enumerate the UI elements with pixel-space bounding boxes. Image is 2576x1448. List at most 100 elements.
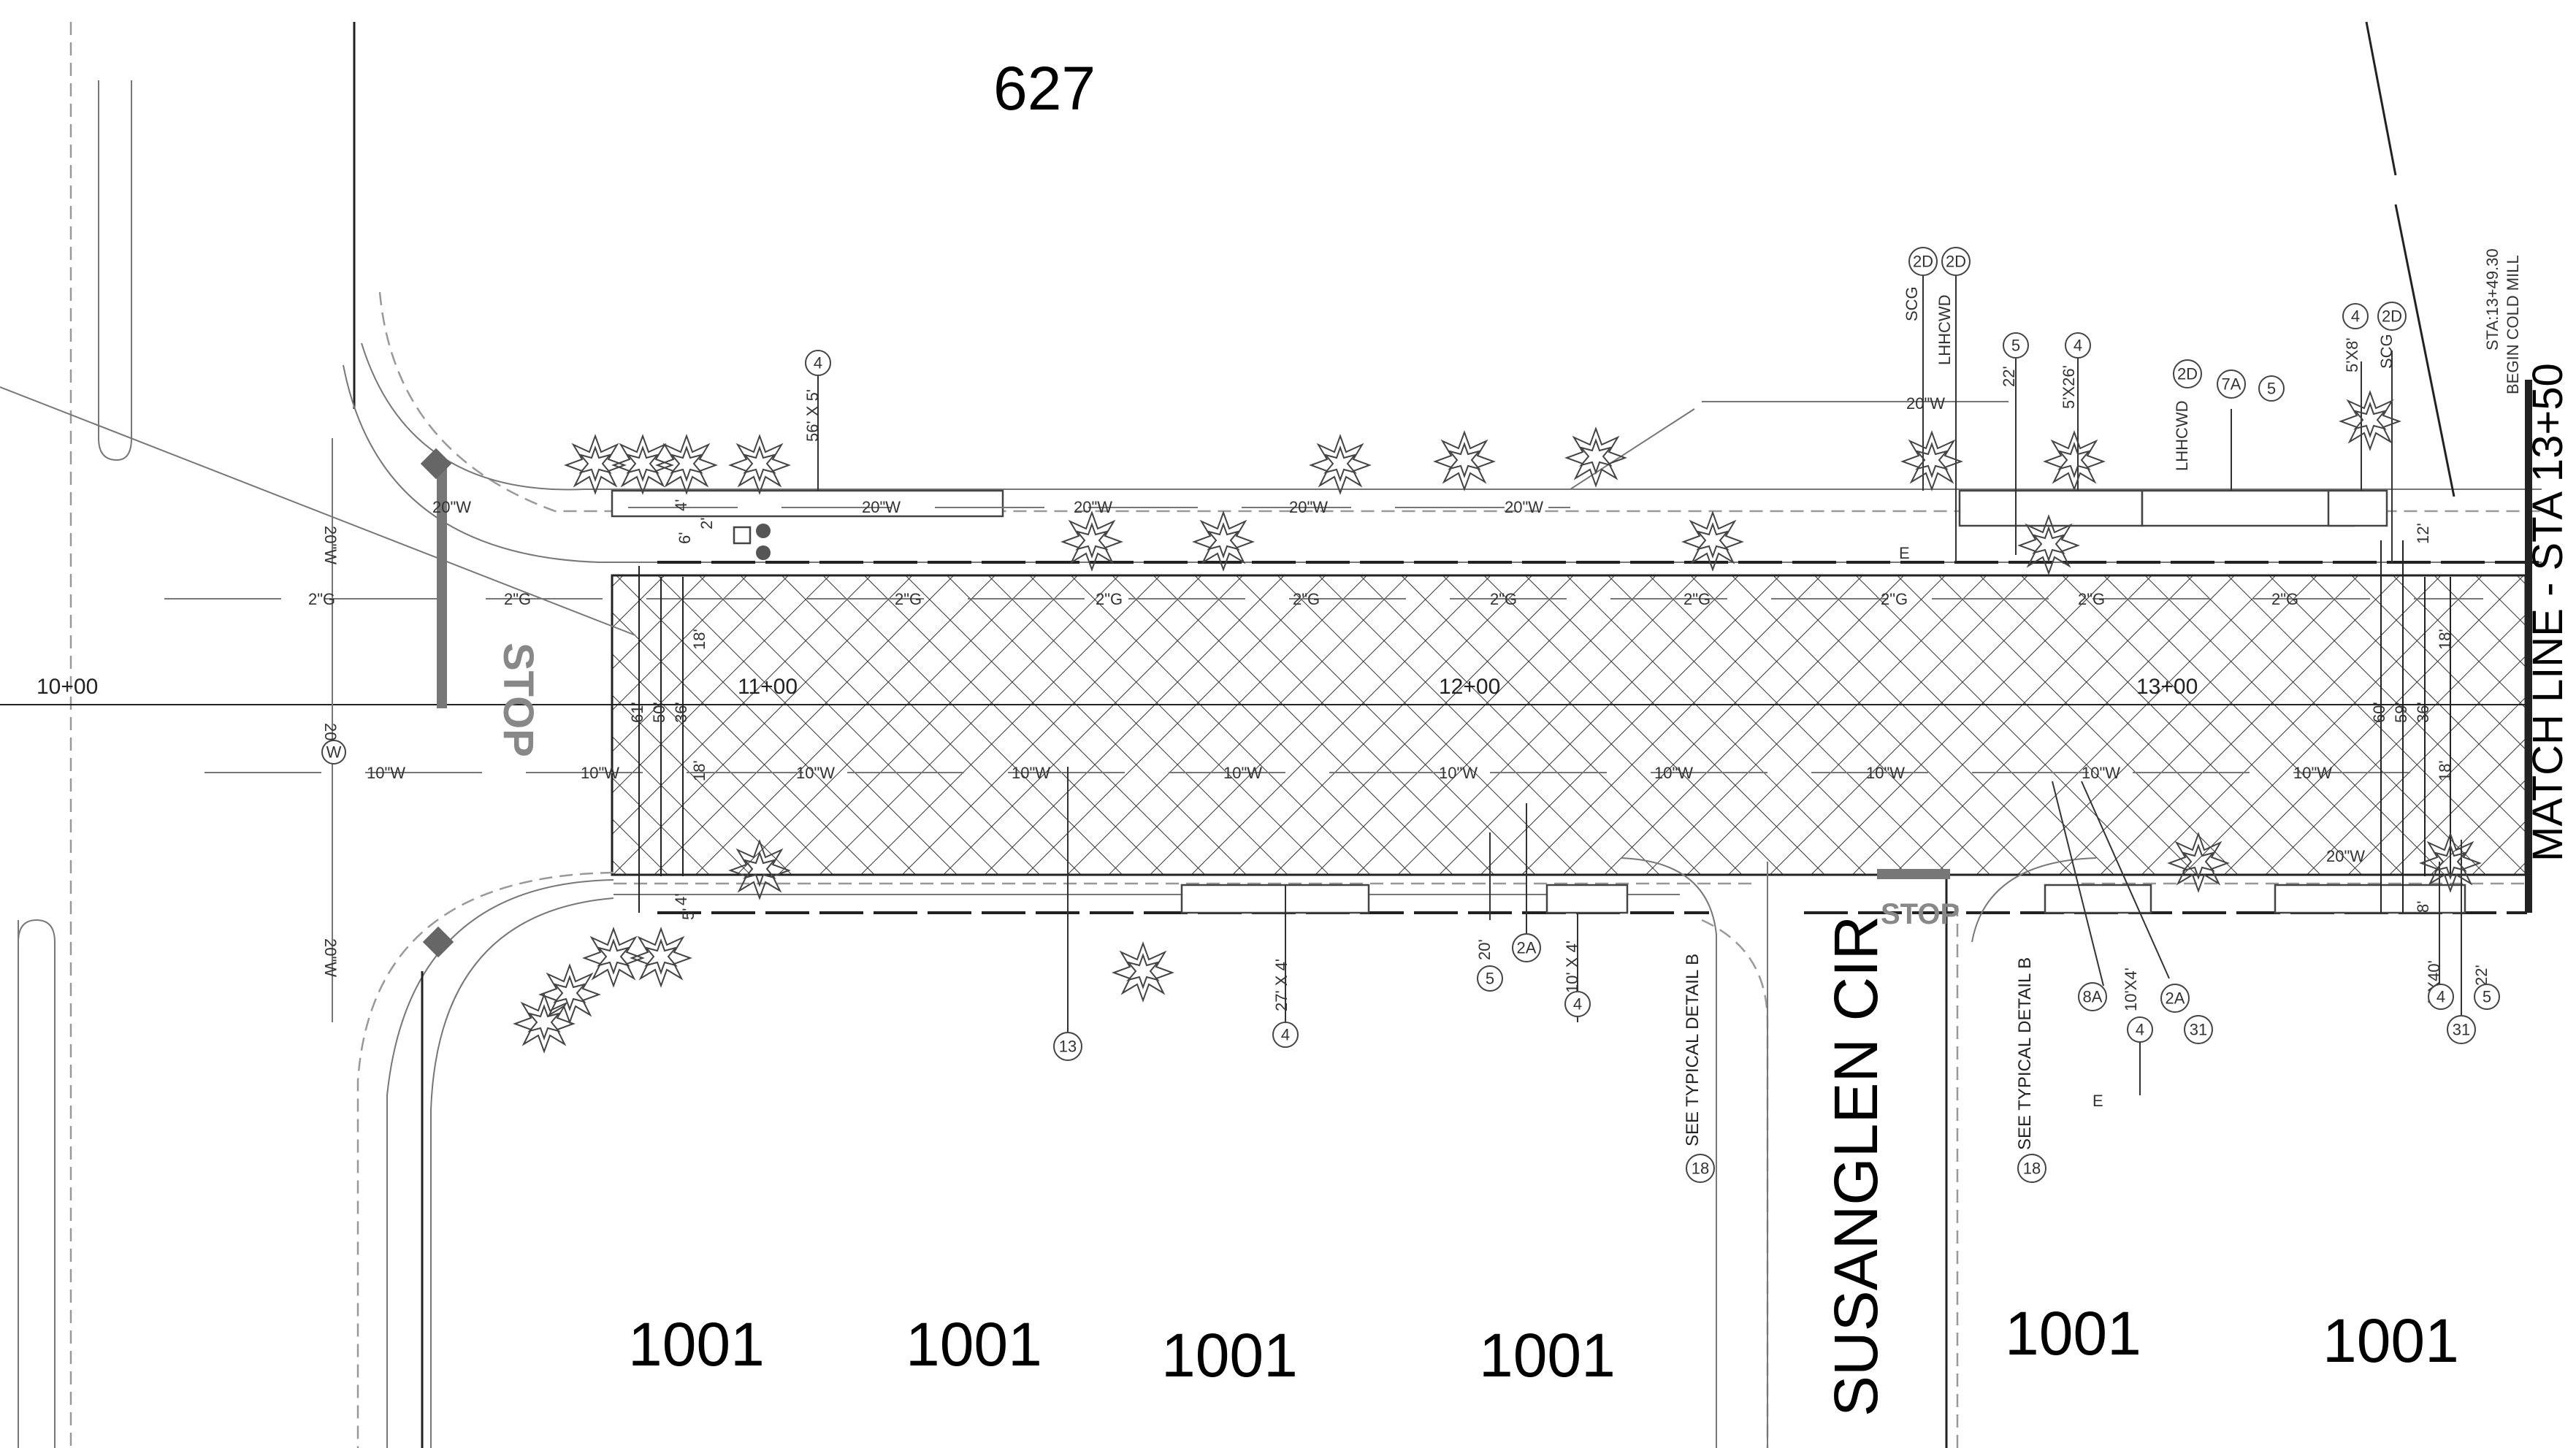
median-curb-north xyxy=(98,80,132,461)
label-scg-2: SCG xyxy=(2377,334,2396,369)
label-5x26: 5'X26' xyxy=(2060,365,2078,409)
north-curb-curve xyxy=(343,364,2542,563)
callout-bottom-13: 13 xyxy=(1053,1032,1082,1061)
susanglen-west-edge xyxy=(1701,919,1769,1448)
callout-bottom-5-a: 5 xyxy=(1477,965,1503,992)
sidewalk-slab-22 xyxy=(1958,489,2144,527)
callout-top-5-b: 5 xyxy=(2258,375,2285,402)
dim-36-east: 36' xyxy=(2414,702,2432,723)
label-20w-g: 20"W xyxy=(2326,847,2365,865)
svg-text:2D: 2D xyxy=(2382,307,2402,326)
label-20w-f: 20"W xyxy=(1906,394,1945,413)
label-10w-e: 10"W xyxy=(1223,764,1262,782)
stop-bar-west xyxy=(437,460,447,708)
svg-text:5: 5 xyxy=(2011,337,2020,355)
label-10x4: 10' X 4' xyxy=(1563,941,1581,993)
stop-legend-west: STOP xyxy=(494,643,542,757)
label-e-1: E xyxy=(1899,544,1910,562)
lot-label-1001-5: 1001 xyxy=(2005,1299,2141,1368)
label-22-bottom: 22' xyxy=(2472,965,2491,986)
dim-36: 36' xyxy=(672,702,690,723)
label-20w-d: 20"W xyxy=(1289,498,1328,516)
label-e-2: E xyxy=(2092,1092,2103,1110)
label-2g-f: 2"G xyxy=(1490,590,1517,608)
sidewalk-slab-5x8 xyxy=(2327,489,2388,527)
callout-bottom-4-b: 4 xyxy=(1564,991,1591,1017)
svg-text:4: 4 xyxy=(1573,995,1582,1014)
station-12: 12+00 xyxy=(1439,675,1500,699)
svg-text:5: 5 xyxy=(1486,970,1494,988)
station-10: 10+00 xyxy=(37,675,98,699)
susanglen-curb-return-west xyxy=(1621,857,1717,1448)
west-sidewalk-curve-north xyxy=(378,291,2542,513)
dim-60: 60' xyxy=(2370,702,2388,723)
label-scg-1: SCG xyxy=(1903,286,1921,321)
label-10w-d: 10"W xyxy=(1012,764,1050,782)
callout-top-2d-d: 2D xyxy=(2377,302,2407,331)
dim-2: 2' xyxy=(697,518,716,529)
label-10w-g: 10"W xyxy=(1654,764,1693,782)
street-name: SUSANGLEN CIR xyxy=(1822,916,1890,1417)
svg-text:5: 5 xyxy=(2267,380,2276,398)
svg-text:4: 4 xyxy=(2074,337,2082,355)
label-5: 5' xyxy=(679,908,697,920)
label-10x4-east: 10'X4' xyxy=(2122,968,2140,1011)
svg-text:4: 4 xyxy=(814,354,822,372)
dim-18-a: 18' xyxy=(690,629,708,650)
label-lhhcwd-2: LHHCWD xyxy=(2173,400,2191,471)
lot-label-1001-2: 1001 xyxy=(906,1310,1042,1379)
svg-text:18: 18 xyxy=(2023,1160,2041,1178)
lot-label-1001-1: 1001 xyxy=(628,1310,765,1379)
utility-valve-2 xyxy=(756,545,771,560)
svg-text:7A: 7A xyxy=(2222,375,2241,394)
median-curb-south xyxy=(18,919,56,1448)
northeast-property-line xyxy=(2365,21,2397,176)
label-20w-c: 20"W xyxy=(1074,498,1112,516)
svg-text:2A: 2A xyxy=(2166,989,2185,1008)
match-line-label: MATCH LINE - STA 13+50 xyxy=(2524,363,2572,862)
dim-61: 61' xyxy=(628,702,646,723)
sidewalk-slab-10x4 xyxy=(1545,884,1629,914)
dim-6: 6' xyxy=(676,532,694,544)
label-2g-b: 2"G xyxy=(504,590,531,608)
label-10w-b: 10"W xyxy=(581,764,619,782)
lot-label-1001-4: 1001 xyxy=(1479,1321,1616,1390)
svg-text:W: W xyxy=(326,743,342,762)
utility-box xyxy=(733,526,752,545)
label-20w-vert-c: 20"W xyxy=(321,938,340,977)
callout-bottom-4-a: 4 xyxy=(1272,1022,1299,1048)
svg-text:5: 5 xyxy=(2483,988,2491,1006)
svg-text:2D: 2D xyxy=(1946,253,1966,271)
dim-18-east-a: 18' xyxy=(2436,629,2454,650)
callout-top-5-a: 5 xyxy=(2003,332,2029,359)
label-12: 12' xyxy=(2414,523,2432,544)
label-2g-e: 2"G xyxy=(1293,590,1320,608)
svg-text:31: 31 xyxy=(2190,1021,2207,1039)
begin-note-cold-mill: BEGIN COLD MILL xyxy=(2504,255,2522,394)
callout-bottom-2a-b: 2A xyxy=(2160,984,2190,1013)
label-8: 8' xyxy=(2414,901,2432,913)
callout-bottom-18-a: 18 xyxy=(1686,1154,1715,1183)
cold-mill-pavement xyxy=(611,574,2527,876)
svg-text:2A: 2A xyxy=(1517,939,1537,957)
callout-top-2d-c: 2D xyxy=(2173,359,2202,388)
callout-bottom-18-b: 18 xyxy=(2017,1154,2046,1183)
stop-legend-susanglen: STOP xyxy=(1881,898,1960,930)
callout-top-4-c: 4 xyxy=(2342,303,2369,329)
label-20w-a: 20"W xyxy=(432,498,471,516)
sign-west-south xyxy=(422,926,454,958)
svg-text:31: 31 xyxy=(2453,1021,2470,1039)
begin-note-station: STA:13+49.30 xyxy=(2483,248,2502,350)
callout-top-2d-a: 2D xyxy=(1908,247,1938,276)
lot-label-1001-3: 1001 xyxy=(1161,1321,1298,1390)
sidewalk-slab-5x26 xyxy=(2141,489,2355,527)
label-10w-c: 10"W xyxy=(796,764,835,782)
lot-label-627: 627 xyxy=(993,54,1096,123)
sidewalk-slab-5x40 xyxy=(2274,884,2466,914)
sidewalk-slab-10x4-east xyxy=(2044,884,2152,914)
callout-bottom-5-b: 5 xyxy=(2474,984,2500,1010)
label-2g-j: 2"G xyxy=(2271,590,2298,608)
sidewalk-slab-56x5 xyxy=(611,489,1004,518)
svg-text:4: 4 xyxy=(2437,988,2445,1006)
